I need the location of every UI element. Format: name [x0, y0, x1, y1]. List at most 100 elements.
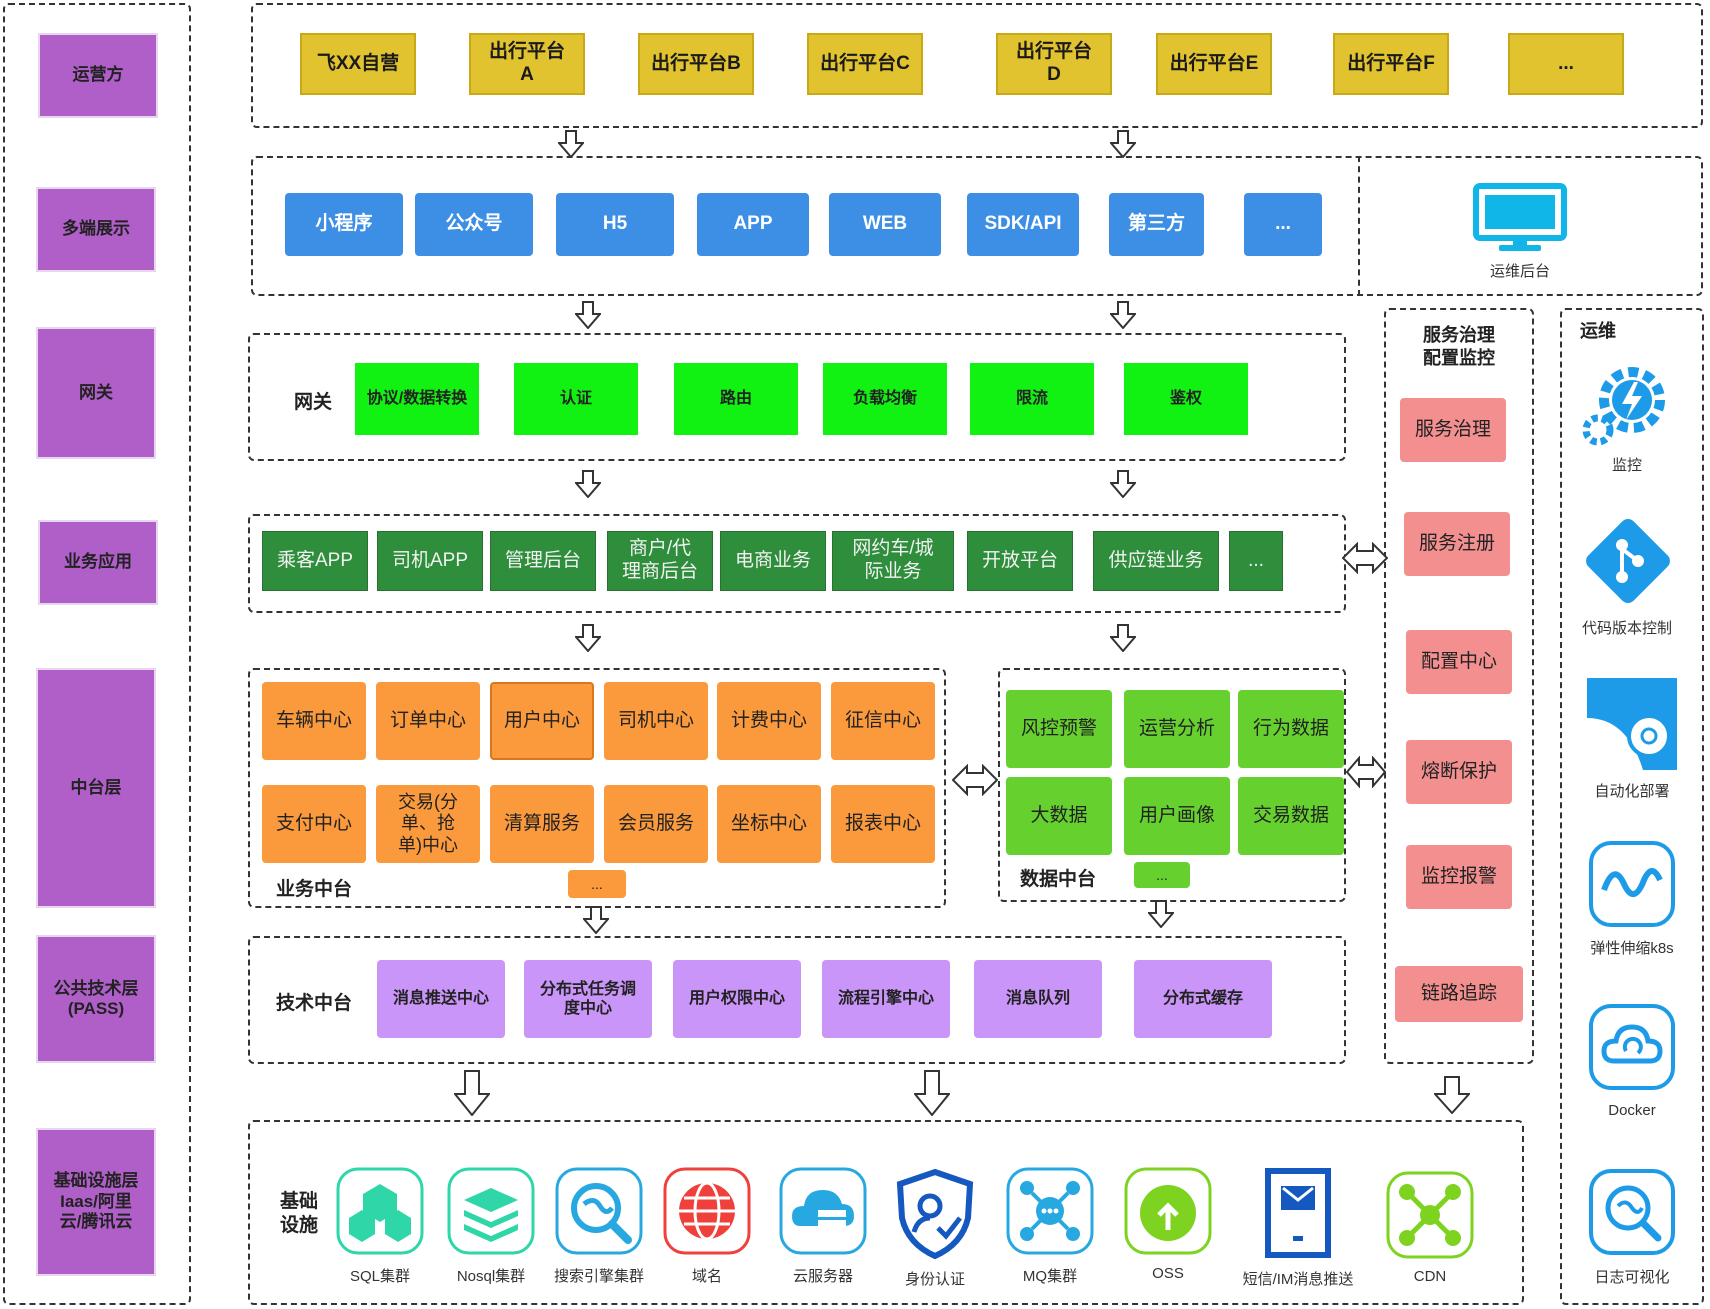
layer-terminals: 多端展示	[36, 187, 156, 272]
terminal-third-party: 第三方	[1109, 193, 1204, 256]
governance-service: 服务治理	[1400, 398, 1506, 462]
down-arrow	[454, 1070, 490, 1116]
down-arrow	[1148, 900, 1174, 928]
tech-message-queue: 消息队列	[974, 960, 1102, 1038]
infra-label-nosql: Nosql集群	[456, 1268, 526, 1285]
app-ecommerce: 电商业务	[720, 531, 826, 591]
app-admin-console: 管理后台	[490, 531, 596, 591]
governance-circuit-breaker: 熔断保护	[1406, 740, 1512, 804]
middle-driver-center: 司机中心	[604, 682, 708, 760]
down-arrow	[1434, 1076, 1470, 1114]
data-big-data: 大数据	[1006, 777, 1112, 855]
sql-cluster-icon	[335, 1166, 425, 1256]
devops-label-docker: Docker	[1608, 1102, 1656, 1119]
terminal-official-account: 公众号	[415, 193, 533, 256]
middle-order-center: 订单中心	[376, 682, 480, 760]
devops-group	[1560, 308, 1704, 1305]
tech-push-center: 消息推送中心	[377, 960, 505, 1038]
governance-title: 服务治理 配置监控	[1423, 325, 1495, 368]
infrastructure-group	[248, 1120, 1524, 1305]
cdn-icon	[1385, 1170, 1475, 1260]
layer-column	[3, 3, 191, 1305]
terminal-sdk-api: SDK/API	[967, 193, 1079, 256]
docker-cloud-icon	[1588, 1003, 1676, 1091]
down-arrow	[575, 624, 601, 652]
governance-alerting: 监控报警	[1406, 845, 1512, 909]
search-engine-icon	[554, 1166, 644, 1256]
app-driver: 司机APP	[377, 531, 483, 591]
operator-d: 出行平台 D	[996, 33, 1112, 95]
middle-trade-center: 交易(分 单、抢 单)中心	[376, 785, 480, 863]
app-supply-chain: 供应链业务	[1093, 531, 1219, 591]
gateway-title: 网关	[294, 392, 333, 413]
down-arrow	[575, 470, 601, 498]
business-apps-group	[248, 514, 1346, 613]
down-arrow	[575, 301, 601, 329]
operator-b: 出行平台B	[638, 33, 754, 95]
layer-business-apps: 业务应用	[38, 520, 158, 605]
layer-operators: 运营方	[38, 33, 158, 118]
globe-icon	[662, 1166, 752, 1256]
infra-label-search: 搜索引擎集群	[553, 1268, 644, 1285]
tech-permission-center: 用户权限中心	[673, 960, 801, 1038]
operator-more: ...	[1508, 33, 1624, 95]
middle-more: ...	[568, 870, 626, 898]
devops-label-monitor: 监控	[1611, 457, 1642, 474]
middle-report-center: 报表中心	[831, 785, 935, 863]
down-arrow	[558, 130, 584, 158]
down-arrow	[1110, 624, 1136, 652]
gateway-authorization: 鉴权	[1124, 363, 1248, 435]
terminal-more: ...	[1244, 193, 1322, 256]
data-operation-analysis: 运营分析	[1124, 690, 1230, 768]
devops-label-k8s: 弹性伸缩k8s	[1590, 940, 1674, 957]
operator-f: 出行平台F	[1333, 33, 1449, 95]
gear-lightning-icon	[1580, 360, 1674, 450]
data-transaction: 交易数据	[1238, 777, 1344, 855]
tech-workflow-engine: 流程引擎中心	[822, 960, 950, 1038]
git-icon	[1582, 515, 1674, 607]
log-search-icon	[1588, 1168, 1676, 1256]
nosql-cluster-icon	[446, 1166, 536, 1256]
data-middle-title: 数据中台	[1020, 869, 1097, 890]
data-middle-group	[998, 668, 1346, 902]
app-open-platform: 开放平台	[967, 531, 1073, 591]
gateway-load-balancing: 负载均衡	[823, 363, 947, 435]
infra-label-message: 短信/IM消息推送	[1242, 1271, 1354, 1288]
tech-task-scheduler: 分布式任务调 度中心	[524, 960, 652, 1038]
mq-cluster-icon	[1005, 1166, 1095, 1256]
infra-label-sql: SQL集群	[349, 1268, 410, 1285]
double-arrow	[1346, 756, 1386, 788]
data-user-profile: 用户画像	[1124, 777, 1230, 855]
message-icon	[1263, 1166, 1333, 1260]
infra-label-cdn: CDN	[1413, 1268, 1447, 1285]
governance-registry: 服务注册	[1404, 512, 1510, 576]
operators-group	[251, 3, 1703, 128]
middle-user-center: 用户中心	[490, 682, 594, 760]
down-arrow	[914, 1070, 950, 1116]
down-arrow	[1110, 130, 1136, 158]
middle-clearing-service: 清算服务	[490, 785, 594, 863]
app-ride-hailing: 网约车/城 际业务	[832, 531, 954, 591]
down-arrow	[583, 906, 609, 934]
double-arrow	[952, 764, 998, 796]
data-behavior: 行为数据	[1238, 690, 1344, 768]
middle-member-service: 会员服务	[604, 785, 708, 863]
layer-gateway: 网关	[36, 327, 156, 459]
down-arrow	[1110, 470, 1136, 498]
infra-label-identity: 身份认证	[904, 1271, 965, 1288]
monitor-icon	[1473, 183, 1567, 253]
terminals-divider	[1358, 156, 1360, 296]
terminals-group	[251, 156, 1703, 296]
middle-billing-center: 计费中心	[717, 682, 821, 760]
layer-public-tech: 公共技术层 (PASS)	[36, 935, 156, 1063]
app-merchant-console: 商户/代 理商后台	[607, 531, 713, 591]
middle-credit-center: 征信中心	[831, 682, 935, 760]
oss-cloud-icon	[1123, 1166, 1213, 1256]
devops-label-log: 日志可视化	[1594, 1269, 1670, 1286]
infra-label-oss: OSS	[1152, 1265, 1184, 1282]
app-passenger: 乘客APP	[262, 531, 368, 591]
gateway-routing: 路由	[674, 363, 798, 435]
terminal-app: APP	[697, 193, 809, 256]
operator-self: 飞XX自营	[300, 33, 416, 95]
gateway-authentication: 认证	[514, 363, 638, 435]
